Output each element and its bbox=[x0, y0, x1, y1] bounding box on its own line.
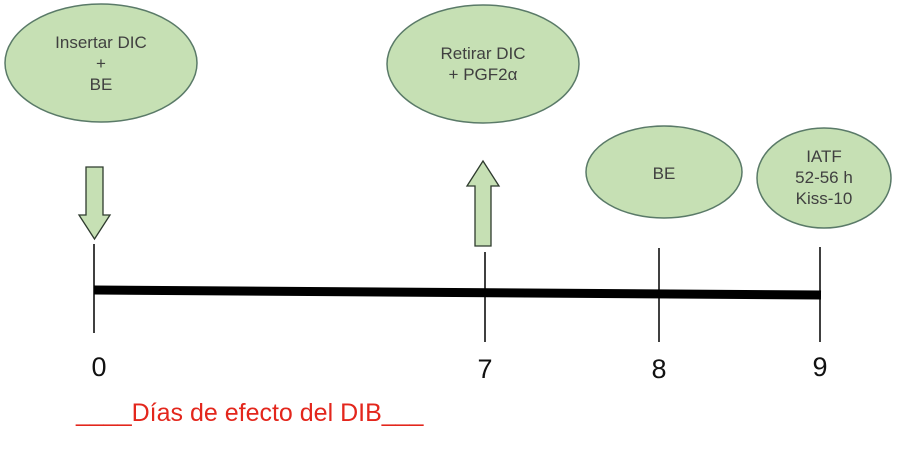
event-ellipse-iatf bbox=[756, 127, 892, 229]
down-arrow-icon bbox=[77, 166, 112, 241]
event-line: + PGF2α bbox=[448, 65, 518, 84]
event-line: + bbox=[96, 54, 106, 73]
event-ellipse-remove bbox=[386, 4, 580, 124]
event-ellipse-insert bbox=[4, 3, 198, 123]
event-text-iatf: IATF 52-56 h Kiss-10 bbox=[764, 146, 884, 209]
event-line: BE bbox=[652, 164, 676, 183]
event-line: BE bbox=[89, 75, 113, 94]
day-label-9: 9 bbox=[812, 352, 828, 382]
event-line: Kiss-10 bbox=[795, 189, 853, 208]
event-text-be: BE bbox=[604, 163, 724, 184]
day-label-7: 7 bbox=[477, 354, 493, 384]
caption: ____Días de efecto del DIB___ bbox=[76, 399, 424, 427]
event-text-remove: Retirar DIC + PGF2α bbox=[403, 43, 563, 85]
event-text-insert: Insertar DIC + BE bbox=[21, 32, 181, 95]
event-line: Retirar DIC bbox=[440, 44, 526, 63]
event-ellipse-be bbox=[585, 125, 743, 219]
event-line: IATF bbox=[806, 147, 842, 166]
day-label-8: 8 bbox=[651, 354, 667, 384]
timeline-bar bbox=[93, 285, 822, 300]
event-line: 52-56 h bbox=[795, 168, 853, 187]
event-line: Insertar DIC bbox=[55, 33, 147, 52]
day-label-0: 0 bbox=[91, 352, 107, 382]
up-arrow-icon bbox=[465, 159, 501, 247]
